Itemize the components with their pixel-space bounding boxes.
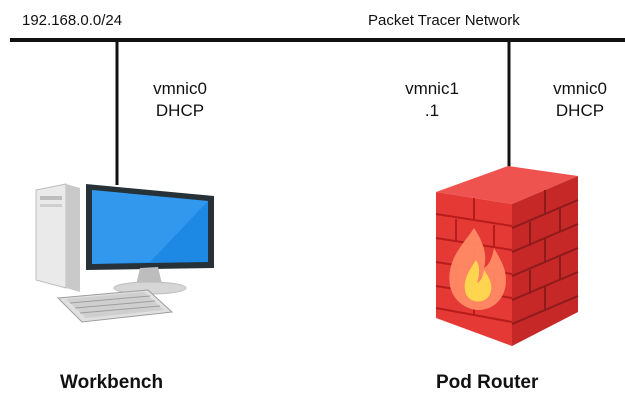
router-outer-nic-addr: DHCP — [555, 101, 605, 120]
router-inner-nic-label: vmnic1 .1 — [392, 78, 472, 122]
network-name-label: Packet Tracer Network — [368, 12, 520, 29]
desktop-computer-icon — [35, 183, 214, 323]
workbench-name: Workbench — [60, 372, 164, 393]
router-inner-nic-name: vmnic1 — [405, 79, 459, 98]
workbench-nic-addr: DHCP — [155, 101, 205, 120]
workbench-nic-label: vmnic0 DHCP — [140, 78, 220, 122]
router-inner-nic-addr: .1 — [424, 101, 440, 120]
router-outer-nic-label: vmnic0 DHCP — [540, 78, 620, 122]
network-subnet-label: 192.168.0.0/24 — [22, 12, 123, 29]
router-name: Pod Router — [436, 372, 539, 393]
router-outer-nic-name: vmnic0 — [553, 79, 607, 98]
firewall-icon — [435, 166, 579, 346]
workbench-nic-name: vmnic0 — [153, 79, 207, 98]
